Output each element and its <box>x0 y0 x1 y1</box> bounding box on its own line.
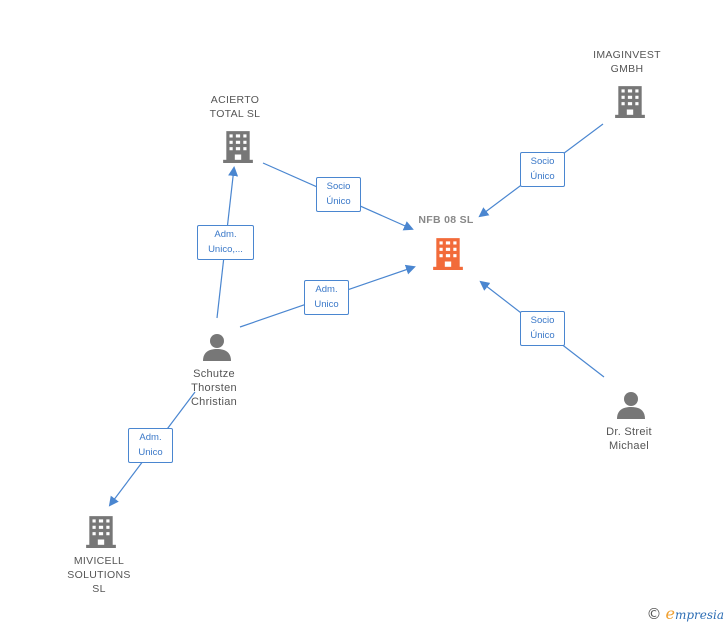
brand-footer: © empresia <box>646 604 724 624</box>
edge-label-schutze-nfb[interactable]: Adm. Unico <box>304 280 349 315</box>
edge-label-imaginvest-nfb[interactable]: Socio Único <box>520 152 565 187</box>
node-label-mivicell[interactable]: MIVICELL SOLUTIONS SL <box>67 555 131 595</box>
edge-label-schutze-mivicell[interactable]: Adm. Unico <box>128 428 173 463</box>
copyright-icon: © <box>646 605 662 623</box>
person-icon[interactable] <box>202 332 232 362</box>
edge-label-acierto-nfb[interactable]: Socio Único <box>316 177 361 212</box>
edge-label-schutze-acierto[interactable]: Adm. Unico,... <box>197 225 254 260</box>
building-icon[interactable] <box>222 129 254 163</box>
building-icon[interactable] <box>614 84 646 118</box>
node-label-schutze[interactable]: Schutze Thorsten Christian <box>190 368 238 408</box>
node-label-acierto[interactable]: ACIERTO TOTAL SL <box>209 94 261 120</box>
brand-logo: empresia <box>665 604 724 623</box>
person-icon[interactable] <box>616 390 646 420</box>
building-icon[interactable] <box>85 514 117 548</box>
building-icon-focus[interactable] <box>432 236 464 270</box>
node-label-imaginvest[interactable]: IMAGINVEST GMBH <box>593 49 661 75</box>
node-label-nfb[interactable]: NFB 08 SL <box>418 214 474 226</box>
edge-label-streit-nfb[interactable]: Socio Único <box>520 311 565 346</box>
node-label-streit[interactable]: Dr. Streit Michael <box>606 426 652 452</box>
